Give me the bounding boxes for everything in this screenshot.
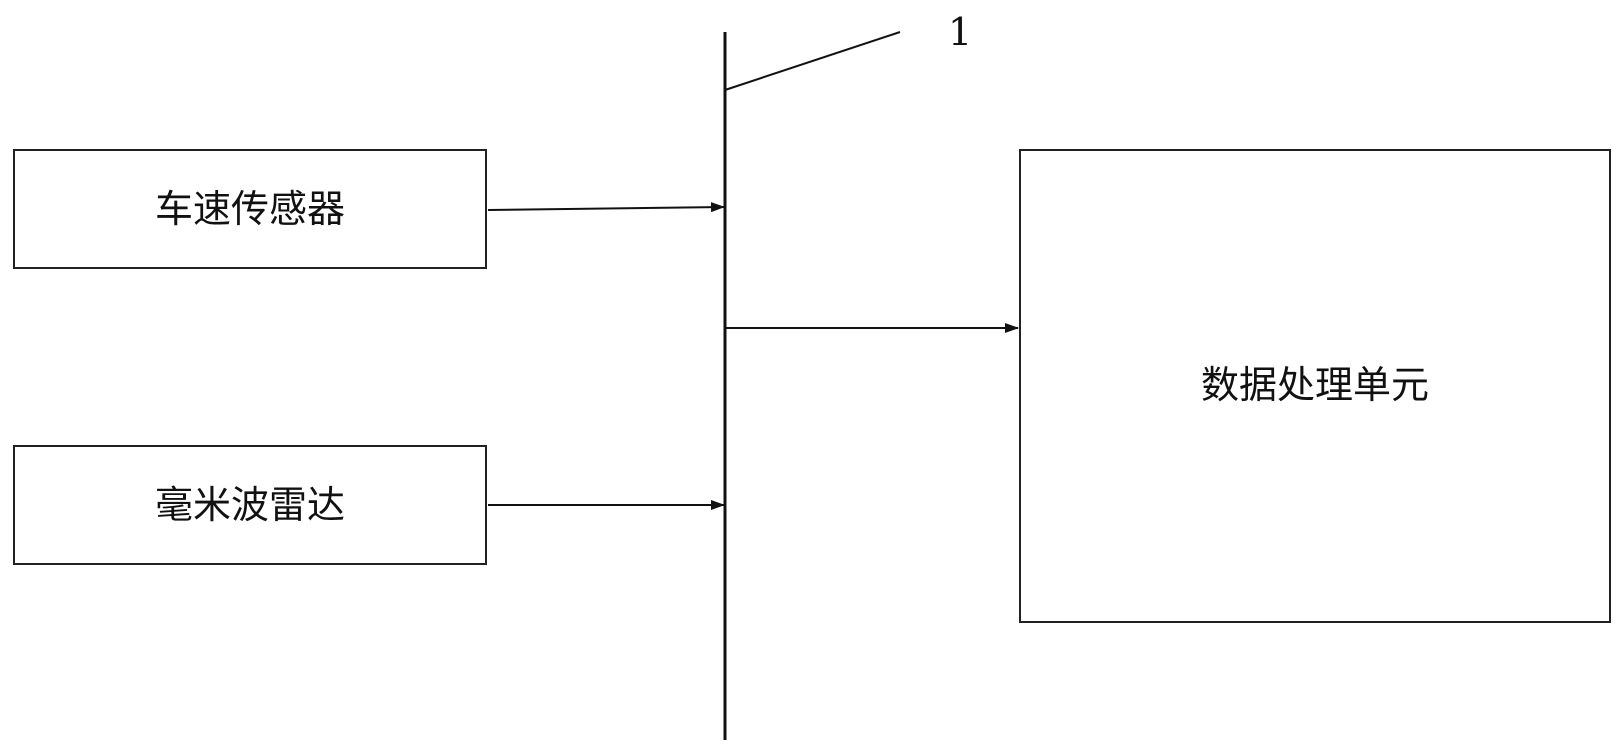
mmwave-radar-label: 毫米波雷达 (155, 483, 345, 527)
speed-sensor-block: 车速传感器 (14, 150, 486, 268)
mmwave-radar-block: 毫米波雷达 (14, 446, 486, 564)
reference-numeral: 1 (948, 10, 972, 54)
data-processing-unit-label: 数据处理单元 (1201, 363, 1429, 407)
data-processing-unit-block: 数据处理单元 (1020, 150, 1610, 622)
reference-leader-line (725, 32, 900, 90)
speed-sensor-label: 车速传感器 (155, 187, 345, 231)
speed-sensor-arrow (488, 207, 724, 210)
